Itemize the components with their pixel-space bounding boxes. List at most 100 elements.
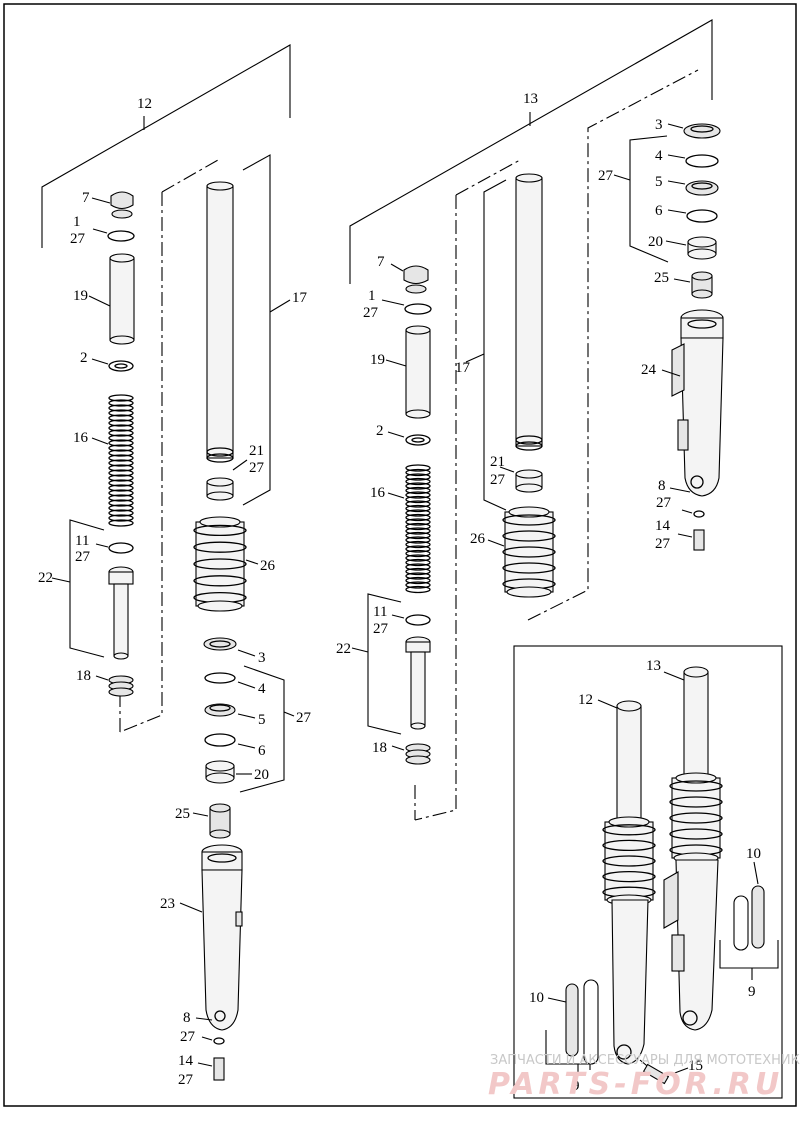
spring-coil xyxy=(405,509,431,517)
damper-rod-22 xyxy=(108,566,134,660)
label-20b: 20 xyxy=(648,234,663,250)
label-6b: 6 xyxy=(655,203,663,219)
boot-fold xyxy=(669,828,723,840)
fork-spring-16-right xyxy=(405,464,431,594)
boot-fold xyxy=(193,575,247,587)
label-14b: 14 xyxy=(655,518,671,534)
label-5b: 5 xyxy=(655,174,663,190)
right-fork-group: 13 7 1 27 19 2 16 11 27 xyxy=(336,19,724,821)
spring-coil xyxy=(108,449,134,457)
label-25b: 25 xyxy=(654,270,669,286)
assembled-fork-13 xyxy=(663,666,723,1031)
spring-coil xyxy=(405,581,431,589)
label-12b: 12 xyxy=(578,692,593,708)
label-16: 16 xyxy=(73,430,89,446)
boot-bottom xyxy=(506,586,552,598)
rebound-spring-18 xyxy=(108,675,134,697)
boot-bottom xyxy=(197,600,243,612)
spring-coil xyxy=(405,545,431,553)
label-17a: 17 xyxy=(292,290,308,306)
fork-spring-16 xyxy=(108,394,134,527)
spring-coil xyxy=(405,558,431,567)
spring-coil xyxy=(108,459,134,467)
spring-coil xyxy=(108,419,134,427)
boot-fold xyxy=(502,546,556,558)
label-11b: 11 xyxy=(373,604,387,620)
boot-fold xyxy=(602,839,656,852)
label-6a: 6 xyxy=(258,743,266,759)
spring-coil xyxy=(405,477,431,486)
spring-coil xyxy=(108,399,134,407)
spring-coil xyxy=(108,494,134,502)
spring-coil xyxy=(405,549,431,558)
label-26a: 26 xyxy=(260,558,276,574)
spring-coil xyxy=(405,473,431,481)
label-4b: 4 xyxy=(655,148,663,164)
label-18a: 18 xyxy=(76,668,91,684)
spring-coil xyxy=(108,409,134,417)
boot-fold xyxy=(669,780,723,792)
boot-fold xyxy=(669,812,723,824)
boot-top xyxy=(508,506,550,518)
spring-coil xyxy=(405,513,431,522)
spring-coil xyxy=(108,464,134,472)
boot-top xyxy=(675,772,717,784)
spring-coil xyxy=(108,434,134,442)
diagram-border xyxy=(3,3,797,1107)
label-27b: 27 xyxy=(75,549,91,565)
spring-coil xyxy=(108,504,134,512)
assembled-fork-12 xyxy=(602,700,670,1085)
label-9b: 9 xyxy=(748,984,756,1000)
label-23: 23 xyxy=(160,896,175,912)
spring-coil xyxy=(108,469,134,477)
label-9a: 9 xyxy=(572,1078,580,1094)
spring-coil xyxy=(405,554,431,562)
label-5a: 5 xyxy=(258,712,266,728)
spring-coil xyxy=(405,504,431,513)
label-18b: 18 xyxy=(372,740,387,756)
left-fork-group: 12 7 1 27 19 2 16 xyxy=(38,44,312,1088)
label-24: 24 xyxy=(641,362,657,378)
spring-coil xyxy=(405,491,431,499)
label-27e: 27 xyxy=(180,1029,196,1045)
boot-fold xyxy=(502,562,556,574)
label-25a: 25 xyxy=(175,806,190,822)
fork-tube-17-left xyxy=(206,181,234,463)
spring-coil xyxy=(405,572,431,580)
label-27l: 27 xyxy=(655,536,671,552)
label-4a: 4 xyxy=(258,681,266,697)
label-19b: 19 xyxy=(370,352,385,368)
boot-fold xyxy=(193,524,247,537)
fork-cap-7 xyxy=(110,191,134,219)
spring-coil xyxy=(405,531,431,540)
label-7b: 7 xyxy=(377,254,385,270)
spring-coil xyxy=(108,514,134,522)
label-13b: 13 xyxy=(646,658,661,674)
label-1b: 1 xyxy=(368,288,376,304)
label-12: 12 xyxy=(137,96,152,112)
spring-coil xyxy=(108,509,134,517)
boot-fold xyxy=(502,514,556,526)
spring-coil xyxy=(405,500,431,508)
spring-coil xyxy=(405,482,431,490)
spring-coil xyxy=(405,464,431,472)
boot-fold xyxy=(602,870,656,883)
spring-coil xyxy=(108,414,134,422)
spring-coil xyxy=(108,454,134,462)
spring-coil xyxy=(405,536,431,544)
spring-coil xyxy=(405,585,431,594)
label-27g: 27 xyxy=(363,305,379,321)
label-27a: 27 xyxy=(70,231,86,247)
spring-coil xyxy=(108,479,134,487)
label-2b: 2 xyxy=(376,423,384,439)
label-2: 2 xyxy=(80,350,88,366)
spring-coil xyxy=(405,567,431,576)
label-15: 15 xyxy=(688,1058,703,1074)
lock-ring-25-left xyxy=(209,803,231,839)
boot-fold xyxy=(602,855,656,867)
label-8a: 8 xyxy=(183,1010,191,1026)
spring-coil xyxy=(405,486,431,495)
spring-coil xyxy=(108,474,134,482)
spring-coil xyxy=(108,499,134,507)
